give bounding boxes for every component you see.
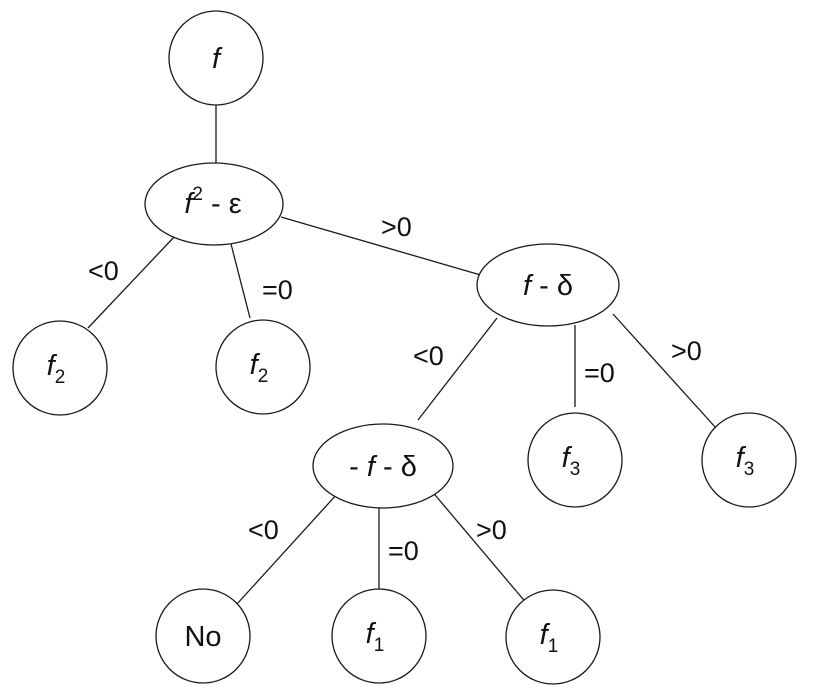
node-root-label: f <box>212 43 223 75</box>
node-n1b-label: f2 <box>250 349 269 387</box>
edge-n3-n3c <box>429 488 529 606</box>
edge-label-n3-n3b: =0 <box>388 536 419 566</box>
node-f3-middle: f3 <box>527 412 623 508</box>
edge-n1-n2 <box>280 216 485 277</box>
node-n2c-label: f3 <box>736 442 755 480</box>
node-f1-right: f1 <box>505 589 601 685</box>
node-neg-f-minus-delta: - f - δ <box>312 423 454 509</box>
node-f2-left: f2 <box>12 320 108 416</box>
edge-n1-n1b <box>230 243 251 319</box>
edge-label-n1-n1b: =0 <box>262 275 293 305</box>
node-n3-label: - f - δ <box>349 451 417 483</box>
node-f1-middle: f1 <box>331 588 427 684</box>
node-n1-label: f2 - ε <box>184 184 241 220</box>
node-f-squared-minus-epsilon: f2 - ε <box>144 162 284 246</box>
node-n1a-label: f2 <box>47 350 66 388</box>
node-f3-right: f3 <box>701 412 797 508</box>
edge-n1-n1a <box>87 235 176 329</box>
edge-n2-n2c <box>612 313 717 429</box>
edge-n3-n3a <box>236 492 339 605</box>
edge-label-n3-n3c: >0 <box>476 515 507 545</box>
node-f2-right: f2 <box>215 319 311 415</box>
edge-label-n2-n2b: =0 <box>584 358 615 388</box>
node-no: No <box>155 588 251 684</box>
node-n3b-label: f1 <box>366 618 385 656</box>
node-f-minus-delta: f - δ <box>476 243 620 327</box>
node-n2b-label: f3 <box>562 442 581 480</box>
node-n2-label: f - δ <box>523 270 573 302</box>
edge-label-n2-n3: <0 <box>413 341 444 371</box>
edge-label-n1-n2: >0 <box>381 212 412 242</box>
edge-label-n1-n1a: <0 <box>88 256 119 286</box>
edge-label-n2-n2c: >0 <box>671 336 702 366</box>
node-n3c-label: f1 <box>540 619 559 657</box>
node-n3a-label: No <box>184 621 221 653</box>
edge-label-n3-n3a: <0 <box>248 515 279 545</box>
node-root: f <box>168 10 264 106</box>
edge-n2-n3 <box>417 317 498 421</box>
